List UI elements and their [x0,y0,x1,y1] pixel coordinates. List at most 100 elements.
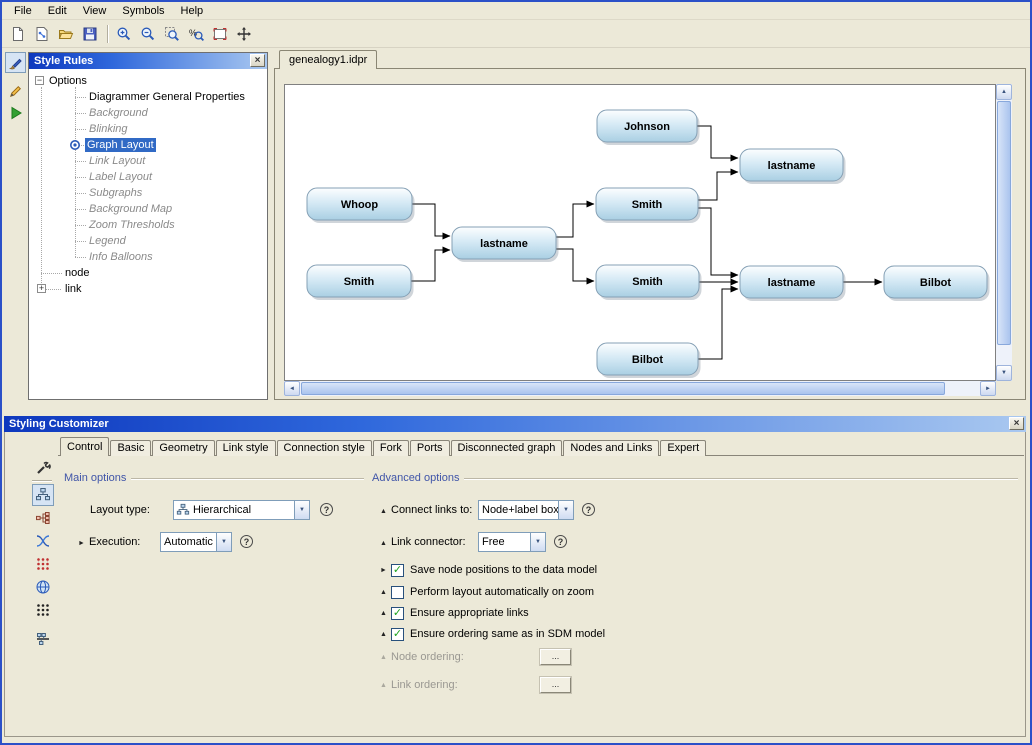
checkbox-perform-layout-automatically-on-zoom[interactable] [391,586,404,599]
family-link[interactable] [698,208,738,275]
tab-genealogy1[interactable]: genealogy1.idpr [279,50,377,69]
family-link[interactable] [412,204,450,236]
tree-item-options[interactable]: −Options [29,73,267,89]
chevron-down-icon[interactable]: ▼ [294,501,309,519]
tree-item-link-layout[interactable]: Link Layout [29,153,267,169]
chevron-down-icon[interactable]: ▼ [216,533,231,551]
tree-item-node[interactable]: node [29,265,267,281]
family-link[interactable] [556,204,594,237]
family-link[interactable] [697,126,738,158]
collapse-handle-icon[interactable]: − [35,76,44,85]
expand-handle-icon[interactable]: + [37,284,46,293]
tab-fork[interactable]: Fork [373,440,409,456]
zoom-selection-button[interactable] [161,23,183,45]
new-document-button[interactable] [7,23,29,45]
tab-nodes-and-links[interactable]: Nodes and Links [563,440,659,456]
person-node[interactable]: Bilbot [597,343,701,378]
diagram-canvas[interactable]: JohnsonlastnameWhoopSmithlastnameSmithSm… [284,84,996,381]
person-node[interactable]: lastname [452,227,559,262]
chevron-down-icon[interactable]: ▼ [530,533,545,551]
scroll-down-button[interactable]: ▼ [996,365,1012,381]
tab-ports[interactable]: Ports [410,440,450,456]
person-node[interactable]: lastname [740,266,846,301]
zoom-out-button[interactable] [137,23,159,45]
layout-type-combo[interactable]: Hierarchical ▼ [173,500,310,520]
connect-links-combo[interactable]: Node+label box ▼ [478,500,574,520]
tree-layout-button[interactable] [32,507,54,529]
layout-type-help-button[interactable]: ? [320,503,333,516]
tab-expert[interactable]: Expert [660,440,706,456]
menu-view[interactable]: View [75,3,115,19]
circular-layout-button[interactable] [32,576,54,598]
link-layout-button[interactable] [32,530,54,552]
family-link[interactable] [411,250,450,281]
tree-item-diagrammer-general-properties[interactable]: Diagrammer General Properties [29,89,267,105]
tree-item-link[interactable]: +link [29,281,267,297]
checkbox-ensure-appropriate-links[interactable]: ✓ [391,607,404,620]
bus-layout-button[interactable] [32,628,54,650]
grid-layout-button[interactable] [32,553,54,575]
node-ordering-ellipsis-button[interactable]: ... [540,649,571,665]
horizontal-scroll-thumb[interactable] [301,382,945,395]
family-link[interactable] [698,289,738,359]
edit-pencil-button[interactable] [5,80,26,101]
tree-item-blinking[interactable]: Blinking [29,121,267,137]
tree-item-graph-layout[interactable]: Graph Layout [29,137,267,153]
connect-links-help-button[interactable]: ? [582,503,595,516]
styling-customizer-close-button[interactable]: × [1009,417,1024,430]
menu-help[interactable]: Help [173,3,212,19]
person-node[interactable]: Johnson [597,110,700,145]
checkbox-save-node-positions-to-the-data-model[interactable]: ✓ [391,564,404,577]
link-connector-help-button[interactable]: ? [554,535,567,548]
tab-geometry[interactable]: Geometry [152,440,214,456]
tree-item-info-balloons[interactable]: Info Balloons [29,249,267,265]
fit-to-contents-button[interactable] [209,23,231,45]
scroll-right-button[interactable]: ► [980,381,996,396]
style-brush-button[interactable] [5,52,26,73]
vertical-scrollbar[interactable]: ▲ ▼ [996,84,1012,381]
person-node[interactable]: Whoop [307,188,415,223]
person-node[interactable]: Smith [307,265,414,300]
tab-basic[interactable]: Basic [110,440,151,456]
tab-link-style[interactable]: Link style [216,440,276,456]
zoom-percent-button[interactable]: % [185,23,207,45]
tree-item-subgraphs[interactable]: Subgraphs [29,185,267,201]
tab-disconnected-graph[interactable]: Disconnected graph [451,440,563,456]
vertical-scroll-thumb[interactable] [997,101,1011,345]
person-node[interactable]: Smith [596,188,701,223]
print-preview-button[interactable] [31,23,53,45]
execution-combo[interactable]: Automatic ▼ [160,532,232,552]
run-button[interactable] [5,102,26,123]
tab-connection-style[interactable]: Connection style [277,440,372,456]
person-node[interactable]: lastname [740,149,846,184]
zoom-in-button[interactable] [113,23,135,45]
save-button[interactable] [79,23,101,45]
tree-item-legend[interactable]: Legend [29,233,267,249]
horizontal-scrollbar[interactable]: ◄ ► [284,381,996,396]
tree-item-zoom-thresholds[interactable]: Zoom Thresholds [29,217,267,233]
menu-edit[interactable]: Edit [40,3,75,19]
menu-file[interactable]: File [6,3,40,19]
pan-button[interactable] [233,23,255,45]
menu-symbols[interactable]: Symbols [114,3,172,19]
tree-item-background-map[interactable]: Background Map [29,201,267,217]
person-node[interactable]: Bilbot [884,266,990,301]
open-folder-button[interactable] [55,23,77,45]
family-link[interactable] [556,249,594,281]
scroll-up-button[interactable]: ▲ [996,84,1012,100]
tree-item-background[interactable]: Background [29,105,267,121]
random-layout-button[interactable] [32,599,54,621]
scroll-left-button[interactable]: ◄ [284,381,300,396]
person-node[interactable]: Smith [596,265,702,300]
style-rules-close-button[interactable]: × [250,54,265,67]
tab-control[interactable]: Control [60,437,109,456]
checkbox-ensure-ordering-same-as-in-sdm-model[interactable]: ✓ [391,628,404,641]
styling-tool-button[interactable] [32,457,54,479]
execution-help-button[interactable]: ? [240,535,253,548]
chevron-down-icon[interactable]: ▼ [558,501,573,519]
link-connector-combo[interactable]: Free ▼ [478,532,546,552]
hierarchical-layout-button[interactable] [32,484,54,506]
link-ordering-ellipsis-button[interactable]: ... [540,677,571,693]
family-link[interactable] [698,172,738,200]
tree-item-label-layout[interactable]: Label Layout [29,169,267,185]
